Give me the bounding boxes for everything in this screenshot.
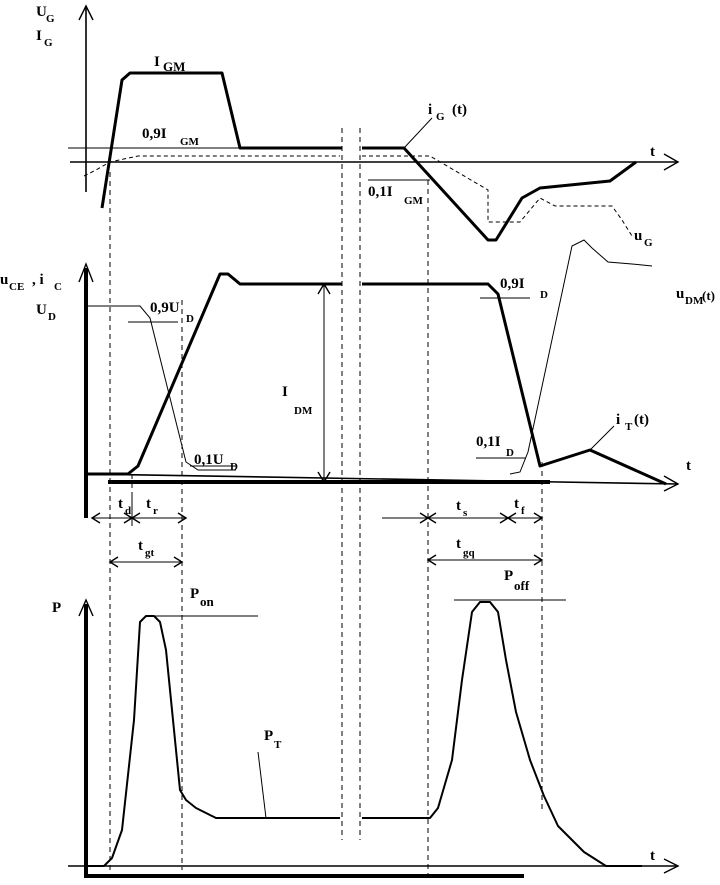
tr-sub: r [153,505,158,517]
tgq-sub: gq [463,547,476,559]
it-sub: T [625,421,633,433]
ug-sub: G [644,237,653,249]
poff-label: P [504,568,513,584]
ig-label: i [428,102,432,118]
top-y-label-u-sub: G [46,13,55,25]
udm-suffix: (t) [702,288,715,303]
td-label: t [118,496,123,512]
mid-x-label: t [686,458,691,474]
igm-label: I [154,54,160,70]
bot-x-axis-arrow [663,858,680,874]
tr-label: t [146,496,151,512]
p09igm-sub: GM [180,136,200,148]
time-guides [109,128,543,878]
panel-power: P t P on P off P T [52,568,680,878]
ug-label: u [634,228,642,244]
top-y-label-i: I [36,28,42,44]
gate-current-curve-off [362,146,637,242]
idm-arrow-top [317,282,331,295]
top-x-axis-arrow [663,153,680,171]
ts-label: t [456,498,461,514]
ig-pointer [403,117,433,149]
01ud-sub: D [230,461,238,473]
bot-x-label: t [650,848,655,864]
ig-sub: G [436,111,445,123]
it-pointer [589,425,615,451]
pt-pointer [257,751,267,819]
gate-voltage-curve [83,155,340,177]
mid-y-axis-arrow [78,262,94,283]
ic-turn-on-curve [86,272,342,476]
gate-current-curve-on [100,71,342,209]
p01igm-sub: GM [404,195,424,207]
top-x-label: t [650,144,655,160]
tgt-label: t [138,538,143,554]
uce-turn-on-curve [86,305,236,471]
pt-label: P [264,728,273,744]
panel-collector-signals: u CE , i C t U D 0,9U D 0,1U D I DM 0,9I… [0,239,715,568]
it-label: i [616,412,620,428]
pon-sub: on [200,594,215,609]
udm-curve [509,239,653,475]
td-sub: d [125,505,131,517]
tgt-sub: gt [145,547,155,559]
mid-y-label-i: , i [32,272,44,288]
09ud-label: 0,9U [150,300,180,316]
power-curve-on [86,615,340,867]
01ud-label: 0,1U [194,452,224,468]
td-arrow-left [90,512,101,524]
gate-voltage-curve-off [362,155,633,237]
tgq-arrow-right [533,554,544,566]
idm-arrow-bottom [317,471,331,484]
bot-y-axis-arrow [78,598,94,617]
09ud-sub: D [186,313,194,325]
09id-sub: D [540,289,548,301]
udm-label: u [676,286,684,302]
ic-turn-off-curve [362,282,667,486]
mid-x-axis-arrow [663,475,680,492]
top-y-label-i-sub: G [44,37,53,49]
tf-label: t [514,496,519,512]
top-y-axis-arrow [78,4,94,21]
ud-label: U [36,302,47,318]
idm-label: I [282,384,288,400]
top-y-label-u: U [36,4,47,20]
p09igm-label: 0,9I [142,126,167,142]
mid-y-label-i-sub: C [54,281,62,293]
09id-label: 0,9I [500,276,525,292]
udm-sub: DM [685,295,704,307]
mid-x-axis [85,473,679,485]
tf-sub: f [521,505,525,517]
01id-label: 0,1I [476,434,501,450]
ig-suffix: (t) [452,102,467,118]
idm-sub: DM [294,405,313,417]
bot-y-label: P [52,600,61,616]
tr-arrow-right [177,512,188,524]
mid-y-label-u-sub: CE [9,281,24,293]
ts-sub: s [463,507,468,519]
tgq-label: t [456,536,461,552]
tf-arrow-left [506,512,517,524]
pon-label: P [190,586,199,602]
igm-sub: GM [163,59,185,74]
pt-sub: T [274,739,282,751]
panel-gate-signals: U G I G t I GM 0,9I GM 0,1I GM i G (t) u… [36,4,680,249]
ud-sub: D [48,311,56,323]
poff-sub: off [514,578,530,593]
mid-y-label-u: u [0,272,8,288]
power-curve-off [362,601,642,867]
p01igm-label: 0,1I [368,184,393,200]
01id-sub: D [506,447,514,459]
it-suffix: (t) [634,412,649,428]
